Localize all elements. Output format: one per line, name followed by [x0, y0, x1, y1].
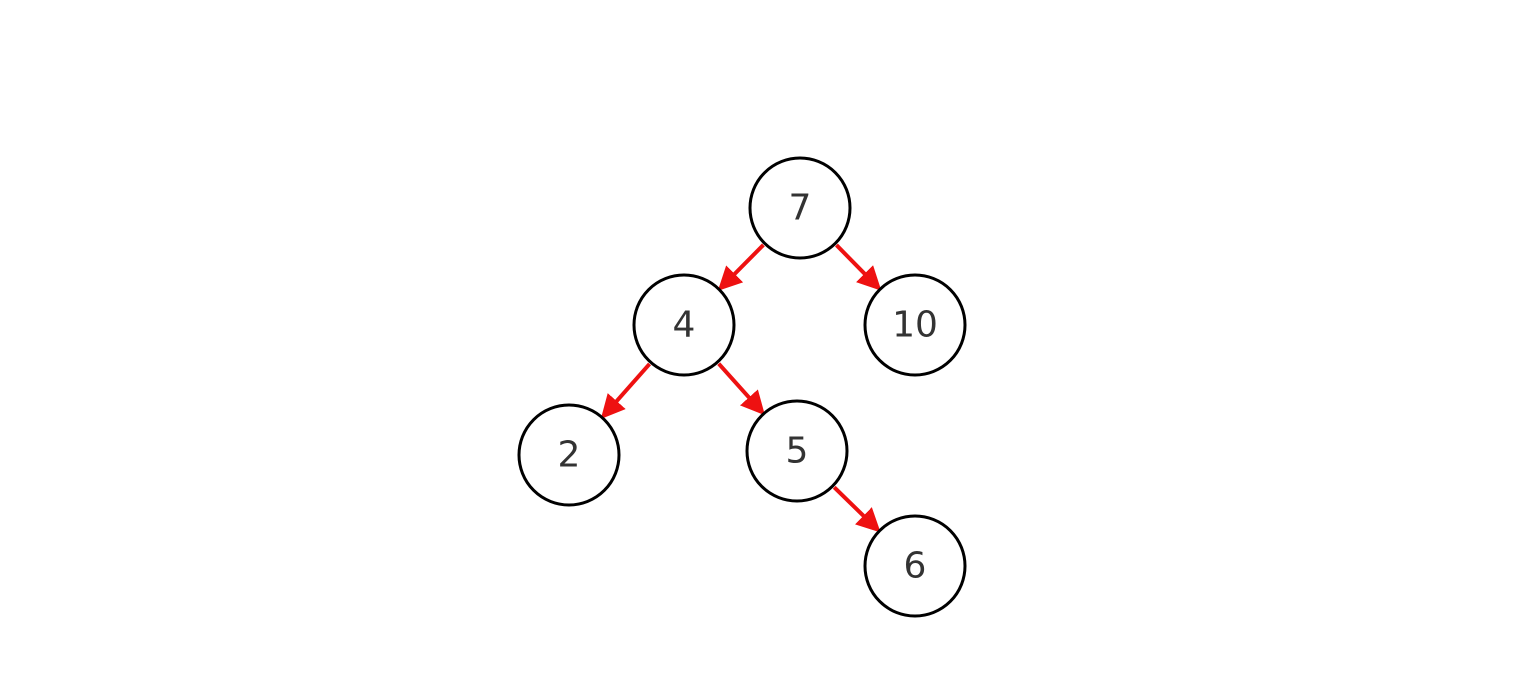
- node-label: 2: [558, 435, 581, 476]
- tree-edges: [600, 243, 882, 533]
- node-circle: [863, 514, 967, 618]
- edge-arrow-n7-to-n10: [835, 243, 882, 291]
- tree-node-n4: 4: [632, 273, 736, 377]
- tree-node-n5: 5: [745, 399, 849, 503]
- node-label: 6: [904, 546, 927, 587]
- edge-arrow-n5-to-n6: [832, 485, 881, 533]
- node-label: 10: [892, 305, 938, 346]
- tree-node-n7: 7: [748, 156, 852, 260]
- edge-arrow-n4-to-n2: [600, 362, 652, 420]
- tree-node-n10: 10: [863, 273, 967, 377]
- edge-arrow-n4-to-n5: [717, 362, 765, 416]
- node-label: 7: [789, 188, 812, 229]
- tree-nodes: 7 4 10 2 5 6: [517, 156, 967, 618]
- node-circle: [632, 273, 736, 377]
- node-label: 5: [786, 431, 809, 472]
- tree-node-n6: 6: [863, 514, 967, 618]
- node-circle: [748, 156, 852, 260]
- node-label: 4: [673, 305, 696, 346]
- tree-node-n2: 2: [517, 403, 621, 507]
- node-circle: [863, 273, 967, 377]
- edge-arrow-n7-to-n4: [717, 243, 765, 291]
- node-circle: [517, 403, 621, 507]
- node-circle: [745, 399, 849, 503]
